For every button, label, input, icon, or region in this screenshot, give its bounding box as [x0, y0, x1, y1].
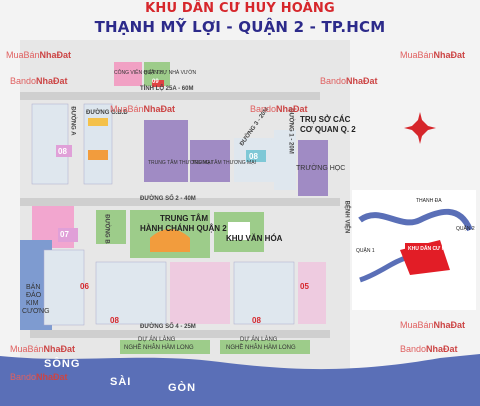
- road-duong-4: [30, 330, 330, 338]
- label-admin-2: HÀNH CHÁNH QUẬN 2: [140, 224, 227, 233]
- inset-label-thanhda: THANH ĐA: [416, 198, 442, 204]
- trade-center-1: [144, 120, 188, 182]
- block-08d-label: 08: [252, 316, 261, 325]
- watermark-left-3: MuaBánNhaĐat: [10, 344, 76, 354]
- park-block: [114, 62, 142, 86]
- watermark-top-left: MuaBánNhaĐat: [6, 50, 72, 60]
- watermark-top-right: MuaBánNhaĐat: [400, 50, 466, 60]
- label-villa: BIỆT THỰ NHÀ VƯỜN: [144, 70, 197, 76]
- culture-building: [228, 222, 250, 240]
- inset-label-q2: QUẬN 2: [456, 226, 475, 232]
- watermark-right-4: BandoNhaĐat: [400, 344, 458, 354]
- label-duong-gbd: ĐƯỜNG G.B.Đ: [86, 110, 128, 116]
- label-truso-2: CƠ QUAN Q. 2: [300, 125, 356, 134]
- block-right: [274, 130, 296, 190]
- watermark-left-2: BandoNhaĐat: [10, 76, 68, 86]
- label-song: SÔNG: [44, 358, 81, 370]
- label-admin-1: TRUNG TÂM: [160, 214, 208, 223]
- label-duan-3: DỰ ÁN LÀNG: [240, 337, 278, 343]
- compass-rose: [404, 112, 436, 144]
- label-gon: GÒN: [168, 382, 197, 394]
- saigon-river: [0, 354, 480, 406]
- block-07-label: 07: [60, 230, 69, 239]
- map-subtitle: THẠNH MỸ LỢI - QUẬN 2 - TP.HCM: [94, 18, 386, 36]
- watermark-right-2: BandoNhaĐat: [320, 76, 378, 86]
- block-06-label: 06: [80, 282, 89, 291]
- map-title: KHU DÂN CƯ HUY HOÀNG: [145, 1, 335, 16]
- label-duong-a: ĐƯỜNG A: [69, 106, 76, 136]
- residential-grid-lower: [95, 261, 326, 325]
- label-duong-2: ĐƯỜNG SỐ 2 - 40M: [140, 196, 196, 202]
- park-civic: [96, 210, 126, 244]
- label-school: TRƯỜNG HỌC: [296, 165, 346, 172]
- block-09: [152, 80, 164, 87]
- label-tttm-1: TRUNG TÂM THƯƠNG MẠI: [148, 160, 212, 166]
- craft-village-1: [120, 340, 210, 354]
- block-08b-label: 08: [249, 152, 258, 161]
- label-tttm-2: TRUNG TÂM THƯƠNG MẠI: [192, 160, 256, 166]
- label-bandao-2: ĐẢO: [26, 292, 42, 299]
- label-bandao-4: CƯƠNG: [22, 308, 50, 315]
- inset-label-q1: QUẬN 1: [356, 248, 375, 254]
- block-08b: [246, 150, 266, 162]
- label-park: CÔNG VIÊN QUẬN 2: [114, 70, 163, 76]
- watermark-center-2: BandoNhaĐat: [250, 104, 308, 114]
- label-culture: KHU VĂN HÓA: [226, 234, 283, 243]
- watermark-right-3: MuaBánNhaĐat: [400, 320, 466, 330]
- label-sai: SÀI: [110, 376, 132, 388]
- block-05-label: 05: [300, 282, 309, 291]
- inset-label-project: KHU DÂN CƯ HUY HOÀNG: [408, 246, 473, 252]
- label-duan-4: NGHỀ NHÂN HÀM LONG: [226, 345, 296, 351]
- label-duong-4: ĐƯỜNG SỐ 4 - 25M: [140, 324, 196, 330]
- school: [298, 140, 328, 196]
- label-duan-2: NGHỀ NHÂN HÀM LONG: [124, 345, 194, 351]
- craft-village-2: [220, 340, 310, 354]
- road-duong-2: [20, 198, 340, 206]
- label-duan-1: DỰ ÁN LÀNG: [138, 337, 176, 343]
- trade-center-2: [190, 140, 230, 182]
- label-bandao-1: BÁN: [26, 284, 41, 291]
- label-duong-1: ĐƯỜNG 1 - 20M: [287, 108, 294, 154]
- block-08c-label: 08: [110, 316, 119, 325]
- label-tinh-lo: TỈNH LỘ 25A - 60M: [140, 86, 194, 92]
- admin-building: [150, 229, 190, 252]
- label-hospital: BỆNH VIỆN: [343, 200, 350, 234]
- block-08a-label: 08: [58, 147, 67, 156]
- watermark-center: MuaBánNhaĐat: [110, 104, 176, 114]
- residential-grid-left: [20, 103, 113, 330]
- road-tinh-lo: [20, 92, 320, 100]
- block-09-label: 09: [152, 79, 159, 85]
- label-truso-1: TRỤ SỞ CÁC: [300, 115, 351, 124]
- watermark-left-4: BandoNhaĐat: [10, 372, 68, 382]
- inset-map: [352, 190, 476, 310]
- label-bandao-3: KIM: [26, 300, 39, 307]
- label-duong-b: ĐƯỜNG B: [103, 214, 110, 244]
